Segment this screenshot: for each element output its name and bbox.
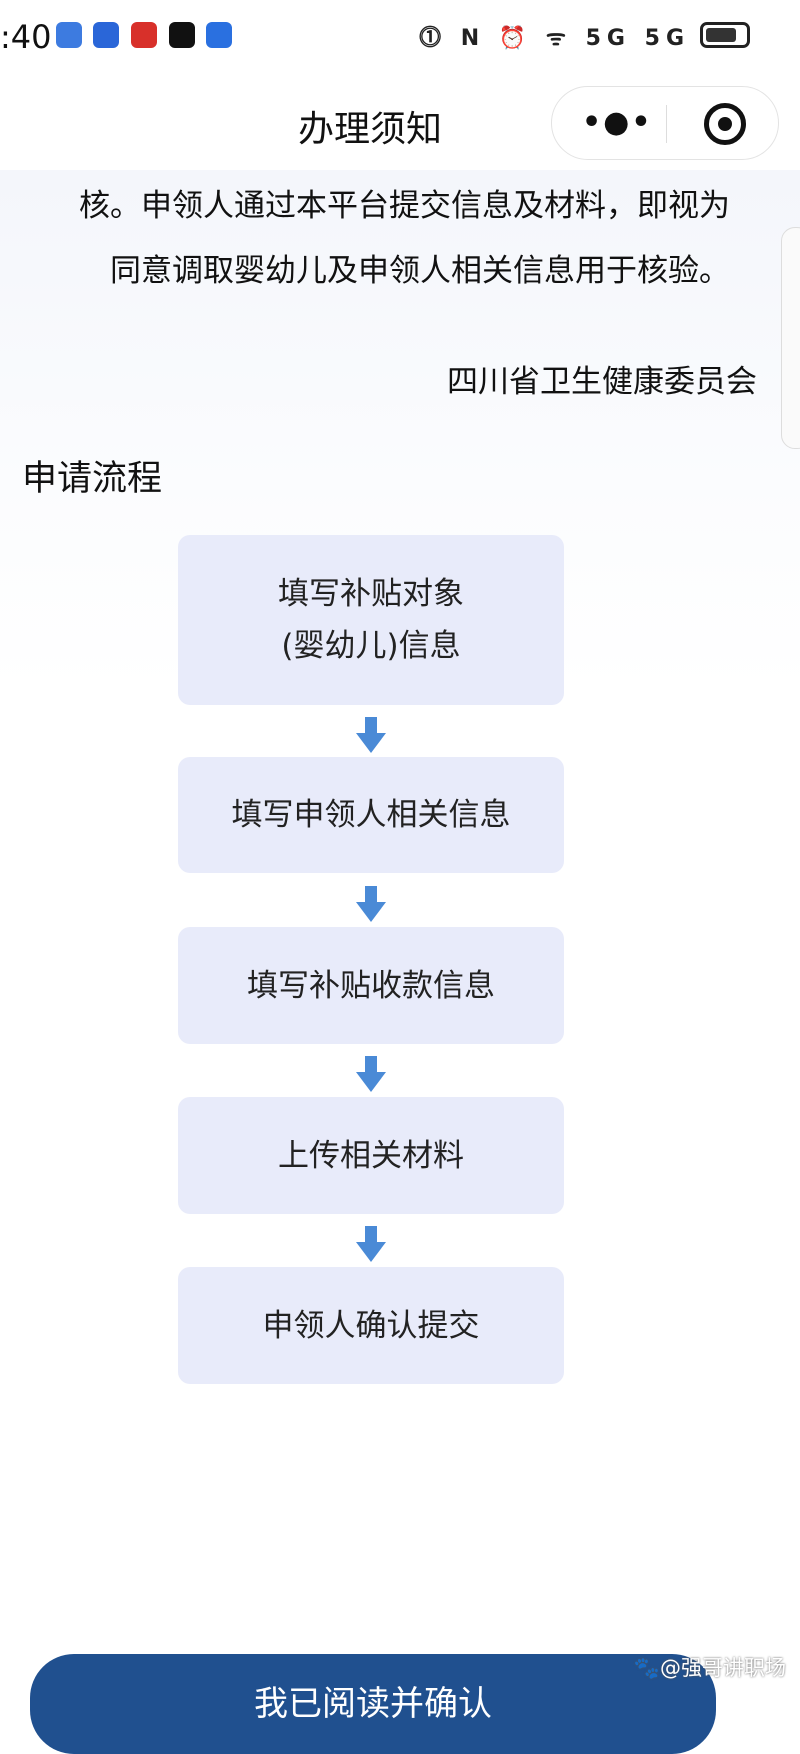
arrow-down-icon xyxy=(356,1056,386,1092)
clock-app-icon xyxy=(56,22,82,48)
notice-text-line: 核。申领人通过本平台提交信息及材料，即视为 xyxy=(79,188,730,224)
watermark: 🐾@强哥讲职场 xyxy=(633,1656,786,1680)
more-button[interactable]: •●• xyxy=(582,105,653,140)
scrollbar[interactable] xyxy=(781,227,800,449)
status-time: :40 xyxy=(0,18,52,56)
process-step-4: 上传相关材料 xyxy=(178,1097,564,1214)
shield-app-icon xyxy=(93,22,119,48)
capsule-divider xyxy=(666,105,667,143)
status-bar: :40 ⓵ N ⏰ ᯤ 5G 5G xyxy=(0,0,800,72)
step-label: 上传相关材料 xyxy=(278,1137,464,1174)
process-step-3: 填写补贴收款信息 xyxy=(178,927,564,1044)
step-label: (婴幼儿)信息 xyxy=(281,628,461,664)
notice-text-line: 同意调取婴幼儿及申领人相关信息用于核验。 xyxy=(110,253,730,289)
process-step-5: 申领人确认提交 xyxy=(178,1267,564,1384)
battery-icon xyxy=(700,22,750,48)
mini-program-capsule: •●• xyxy=(551,86,779,160)
step-label: 填写申领人相关信息 xyxy=(231,797,511,833)
game-app-icon xyxy=(131,22,157,48)
bulb-app-icon xyxy=(206,22,232,48)
process-step-2: 填写申领人相关信息 xyxy=(178,757,564,873)
step-label: 申领人确认提交 xyxy=(262,1307,480,1344)
capcut-app-icon xyxy=(169,22,195,48)
step-label: 填写补贴收款信息 xyxy=(247,967,495,1004)
system-status-icons: ⓵ N ⏰ ᯤ 5G 5G xyxy=(419,26,690,51)
page-title: 办理须知 xyxy=(297,109,442,150)
arrow-down-icon xyxy=(356,886,386,922)
notice-signature: 四川省卫生健康委员会 xyxy=(447,364,757,400)
close-target-icon[interactable] xyxy=(704,103,746,145)
confirm-read-button[interactable]: 我已阅读并确认 xyxy=(30,1654,716,1754)
arrow-down-icon xyxy=(356,1226,386,1262)
step-label: 填写补贴对象 xyxy=(278,576,464,612)
process-step-1: 填写补贴对象 (婴幼儿)信息 xyxy=(178,535,564,705)
arrow-down-icon xyxy=(356,717,386,753)
process-heading: 申请流程 xyxy=(22,459,163,499)
